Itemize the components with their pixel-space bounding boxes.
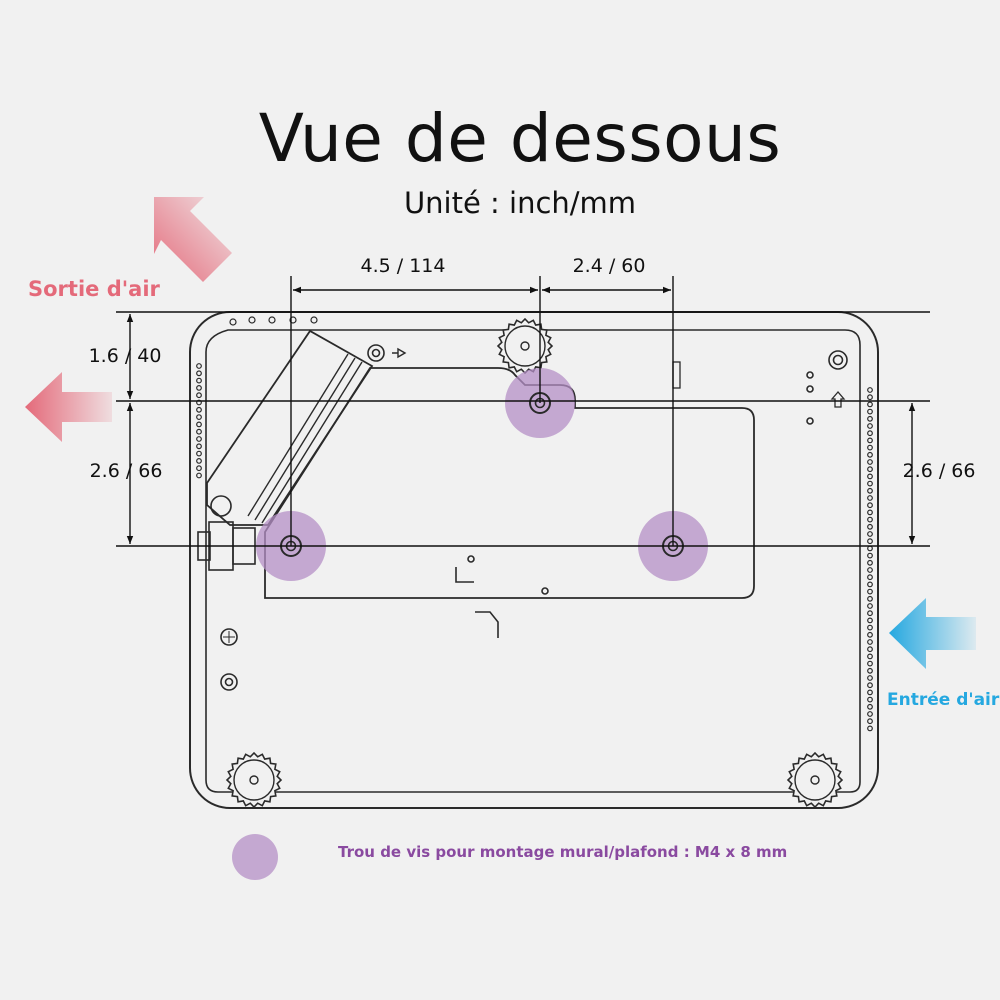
speaker-grille-icon xyxy=(220,628,238,646)
vent-hole xyxy=(867,502,873,509)
vent-hole xyxy=(867,516,873,523)
vent-hole xyxy=(867,459,873,465)
dim-label-top-left: 4.5 / 114 xyxy=(361,255,446,277)
vent-hole xyxy=(867,466,873,473)
vent-hole xyxy=(867,430,873,437)
vent-hole xyxy=(196,406,202,413)
vent-hole xyxy=(867,495,873,501)
vent-hole xyxy=(867,387,873,393)
legend-mount-hole-swatch xyxy=(232,834,278,880)
vent-hole xyxy=(867,523,873,530)
vent-hole xyxy=(196,399,202,406)
vent-hole xyxy=(196,450,202,457)
vent-hole xyxy=(867,538,873,545)
top-vent-holes xyxy=(229,316,318,326)
vent-hole xyxy=(196,428,202,435)
vent-hole xyxy=(867,588,873,595)
vent-hole xyxy=(196,392,202,399)
vent-hole xyxy=(867,437,873,444)
dim-label-left-upper: 1.6 / 40 xyxy=(89,345,162,367)
small-screw-icon xyxy=(220,673,238,691)
foot-bottom-right xyxy=(786,751,844,809)
vent-hole xyxy=(867,408,873,415)
right-screw-icon xyxy=(828,350,848,370)
vent-hole xyxy=(196,363,202,369)
vent-hole xyxy=(196,385,202,391)
vent-hole xyxy=(867,595,873,602)
vent-hole xyxy=(196,458,202,464)
vent-hole xyxy=(867,451,873,458)
left-vent-holes xyxy=(196,363,202,479)
vent-hole xyxy=(867,567,873,573)
vent-hole xyxy=(196,377,202,384)
air-outlet-arrow-up xyxy=(154,197,232,282)
vent-hole xyxy=(867,444,873,451)
vent-hole xyxy=(867,574,873,581)
vent-hole xyxy=(196,414,202,421)
vent-hole xyxy=(867,401,873,408)
dim-label-top-right: 2.4 / 60 xyxy=(573,255,646,277)
vent-hole xyxy=(867,545,873,552)
vent-hole xyxy=(867,610,873,617)
unit-subtitle: Unité : inch/mm xyxy=(403,186,637,220)
vent-hole xyxy=(867,646,873,653)
vent-hole xyxy=(867,675,873,681)
vent-hole xyxy=(867,581,873,588)
vent-hole xyxy=(867,703,873,710)
dim-label-right: 2.6 / 66 xyxy=(903,460,976,482)
page-title: Vue de dessous xyxy=(258,100,782,177)
screw-icon xyxy=(367,344,385,362)
vent-hole xyxy=(867,559,873,566)
clip-tab xyxy=(672,361,681,389)
air-inlet-label: Entrée d'air xyxy=(887,690,1000,710)
right-vent-holes xyxy=(867,387,873,732)
dimension-lines xyxy=(116,276,930,547)
air-outlet-arrow-left xyxy=(25,372,112,442)
vent-hole xyxy=(867,711,873,717)
vent-hole xyxy=(867,696,873,703)
legend: Trou de vis pour montage mural/plafond :… xyxy=(232,834,787,880)
vent-hole xyxy=(867,480,873,487)
vent-hole xyxy=(196,436,202,442)
vent-hole xyxy=(867,725,873,732)
vent-hole xyxy=(867,473,873,480)
vent-hole xyxy=(867,639,873,645)
vent-hole xyxy=(196,421,202,428)
vent-hole xyxy=(867,718,873,725)
legend-label: Trou de vis pour montage mural/plafond :… xyxy=(338,843,787,861)
vent-hole xyxy=(867,667,873,674)
air-outlet-label: Sortie d'air xyxy=(28,277,161,301)
vent-hole xyxy=(867,531,873,537)
vent-hole xyxy=(867,682,873,689)
small-arrow-icon xyxy=(392,347,407,359)
foot-bottom-left xyxy=(225,751,283,809)
vent-hole xyxy=(196,370,202,377)
vent-hole xyxy=(867,509,873,516)
vent-hole xyxy=(867,415,873,422)
air-inlet-arrow xyxy=(889,598,976,669)
vent-hole xyxy=(196,472,202,479)
dim-label-left-lower: 2.6 / 66 xyxy=(90,460,163,482)
vent-hole xyxy=(867,603,873,609)
vent-hole xyxy=(867,423,873,429)
vent-hole xyxy=(196,443,202,450)
vent-hole xyxy=(867,394,873,401)
vent-hole xyxy=(867,631,873,638)
vent-hole xyxy=(867,689,873,696)
vent-hole xyxy=(196,465,202,472)
vent-hole xyxy=(867,660,873,667)
up-arrow-icon xyxy=(830,391,846,408)
vent-hole xyxy=(867,624,873,631)
vent-hole xyxy=(867,552,873,559)
vent-hole xyxy=(867,653,873,660)
vent-hole xyxy=(867,487,873,494)
vent-hole xyxy=(867,617,873,624)
foot-top xyxy=(496,317,554,375)
